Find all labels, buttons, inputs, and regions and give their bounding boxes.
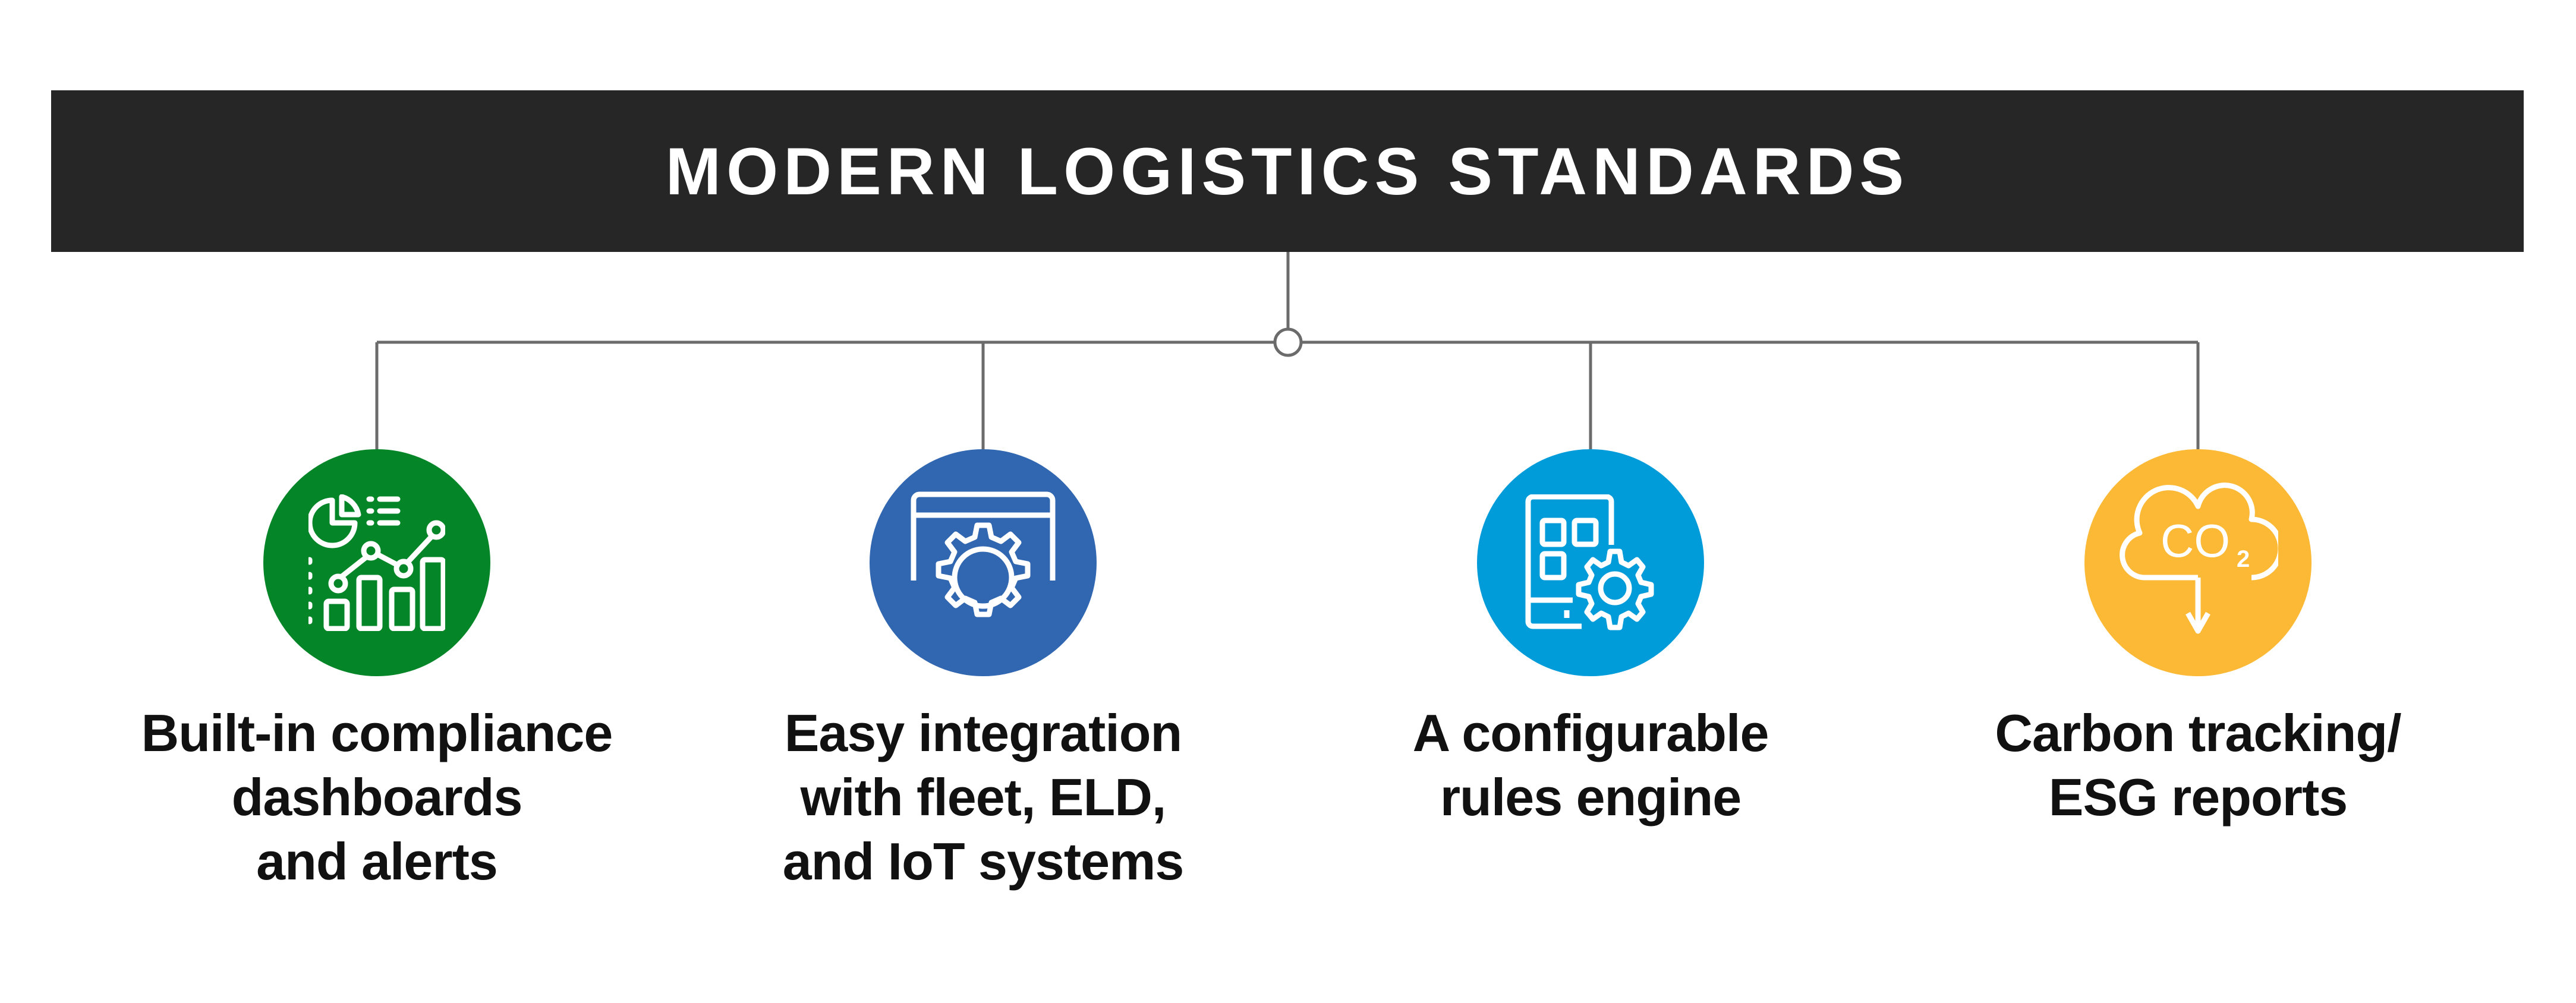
header-bar: MODERN LOGISTICS STANDARDS xyxy=(51,90,2524,252)
analytics-dashboard-icon xyxy=(308,494,445,631)
co2-cloud-icon: CO 2 xyxy=(2120,482,2278,634)
co2-subscript: 2 xyxy=(2237,546,2250,572)
junction-node xyxy=(1273,327,1303,357)
label-line: and IoT systems xyxy=(782,832,1185,891)
carbon-circle: CO 2 xyxy=(2084,449,2312,676)
label-line: with fleet, ELD, xyxy=(800,768,1167,827)
label-line: Built-in compliance xyxy=(141,704,613,762)
browser-gear-icon xyxy=(911,491,1056,617)
label-line: and alerts xyxy=(256,832,498,891)
compliance-circle xyxy=(263,449,490,676)
label-line: Easy integration xyxy=(784,704,1183,762)
co2-text: CO xyxy=(2161,515,2230,567)
label-line: rules engine xyxy=(1440,768,1742,827)
mobile-gear-icon xyxy=(1525,494,1654,630)
label-line: Carbon tracking/ xyxy=(1995,704,2401,762)
rules-engine-label: A configurable rules engine xyxy=(1293,701,1888,829)
header-title: MODERN LOGISTICS STANDARDS xyxy=(665,134,1910,209)
integration-label: Easy integration with fleet, ELD, and Io… xyxy=(686,701,1280,894)
label-line: A configurable xyxy=(1412,704,1769,762)
integration-circle xyxy=(870,449,1097,676)
carbon-label: Carbon tracking/ ESG reports xyxy=(1901,701,2495,829)
label-line: ESG reports xyxy=(2048,768,2348,827)
label-line: dashboards xyxy=(231,768,523,827)
rules-engine-circle xyxy=(1477,449,1704,676)
compliance-label: Built-in compliance dashboards and alert… xyxy=(80,701,674,894)
